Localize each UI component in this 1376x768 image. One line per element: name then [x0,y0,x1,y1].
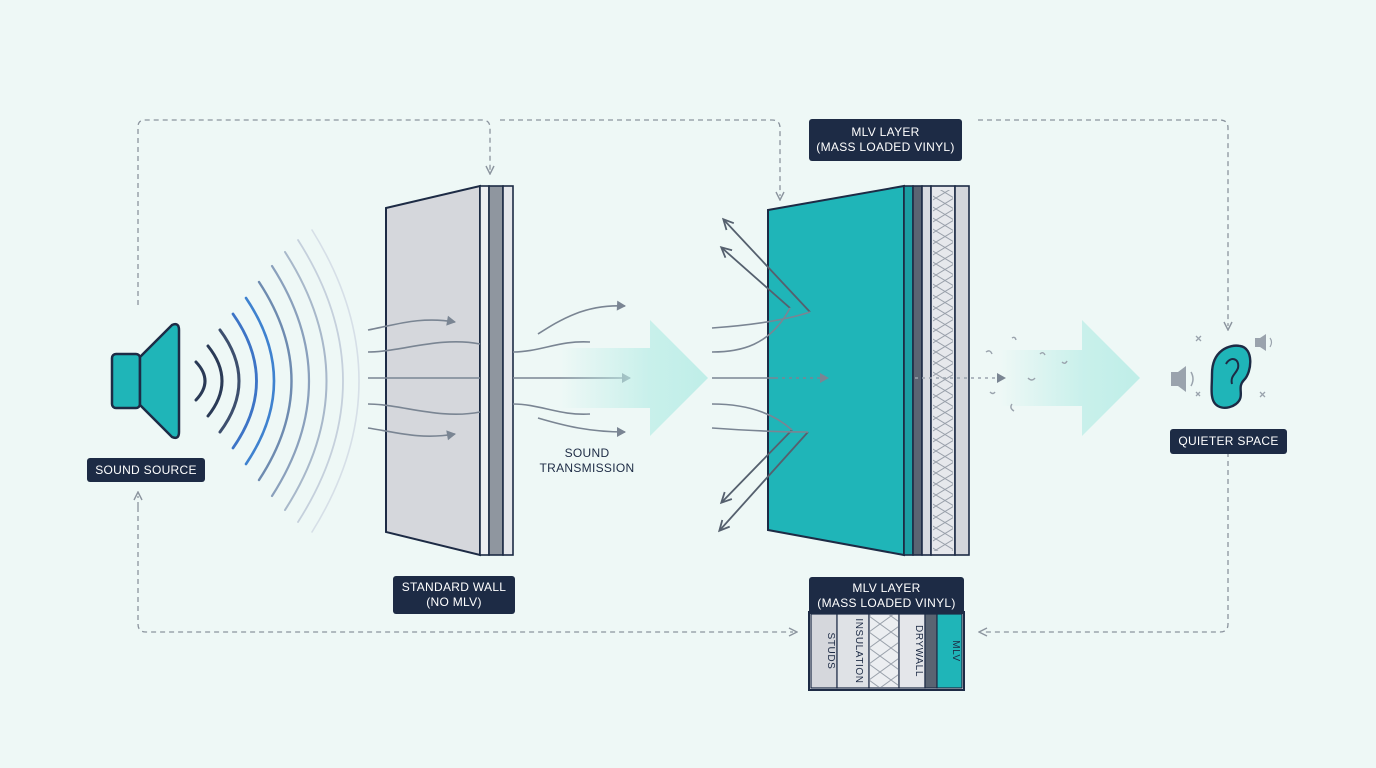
standard-wall [385,184,514,557]
layer-label-mlv: MLV [950,640,961,662]
mlv-layer-bottom-line-1: MLV LAYER [852,580,921,595]
speaker-icon [110,322,181,440]
ear-icon [1210,344,1252,409]
flow-arrow-transmission [560,320,708,436]
mlv-layer-top-line-2: (MASS LOADED VINYL) [816,140,955,154]
layer-drywall [898,613,926,689]
standard-wall-line-2: (NO MLV) [426,595,482,609]
standard-wall-line-1: STANDARD WALL [401,580,507,594]
noise-marks [1195,335,1266,398]
mlv-layer-bottom-line-2: (MASS LOADED VINYL) [817,595,956,610]
mlv-layer-label-top: MLV LAYER (MASS LOADED VINYL) [809,119,962,161]
layer-dark [924,613,938,689]
layer-label-studs: STUDS [825,633,836,670]
reduced-transmission [915,336,1068,412]
sound-transmission-line-2: TRANSMISSION [539,461,635,475]
incident-arrows-mlv [711,307,829,433]
layer-studs [810,613,838,689]
small-speaker-icon [1171,366,1194,392]
flow-arrow-quieter [1000,320,1140,436]
sound-transmission-line-1: SOUND [564,446,610,460]
standard-wall-label: STANDARD WALL (NO MLV) [393,576,515,614]
quieter-space-text: QUIETER SPACE [1178,434,1279,448]
mlv-wall [767,184,970,557]
layer-insulation [836,613,870,689]
layer-mlv [936,613,963,689]
small-speaker-icon [1255,334,1273,351]
dashed-flow-loop [138,119,1228,632]
sound-waves [194,229,360,533]
layer-label-insulation: INSULATION [853,618,864,683]
quieter-space-label: QUIETER SPACE [1170,429,1287,454]
mlv-layer-top-line-1: MLV LAYER [851,125,920,139]
sound-source-text: SOUND SOURCE [95,462,197,477]
mlv-layer-label-bottom: MLV LAYER (MASS LOADED VINYL) [809,577,964,614]
layer-stack: STUDS INSULATION DRYWALL MLV [808,611,965,691]
sound-transmission-label: SOUND TRANSMISSION [528,446,646,476]
reflected-arrows [717,217,811,533]
layer-label-drywall: DRYWALL [913,625,924,677]
sound-source-label: SOUND SOURCE [87,458,205,482]
